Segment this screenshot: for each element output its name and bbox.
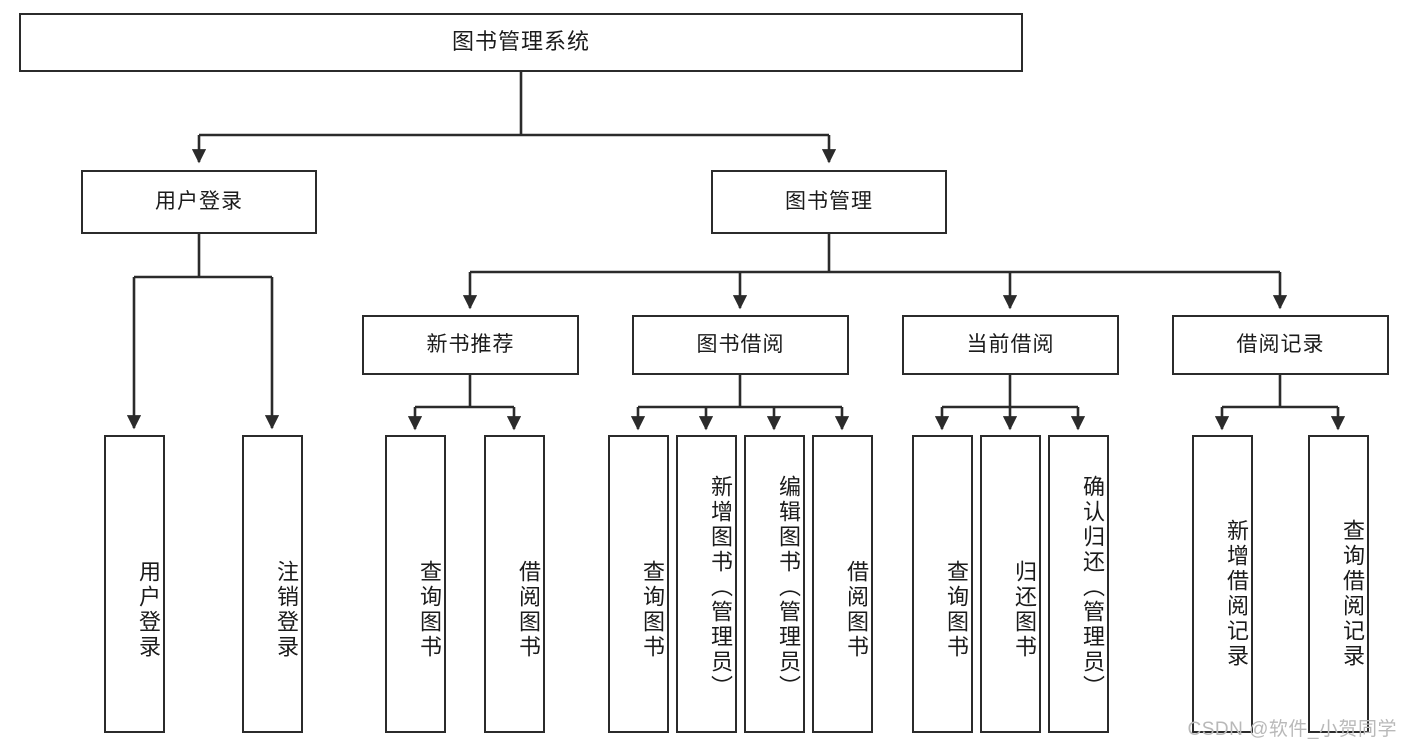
node-book-management[interactable]: 图书管理 xyxy=(711,170,947,234)
leaf-current-return-book[interactable]: 归还图书 xyxy=(980,435,1041,733)
node-label: 编辑图书（管理员） xyxy=(776,474,801,700)
node-borrow-record[interactable]: 借阅记录 xyxy=(1172,315,1389,375)
node-label: 用户登录 xyxy=(155,190,243,214)
node-label: 图书借阅 xyxy=(696,333,785,357)
node-book-borrow[interactable]: 图书借阅 xyxy=(632,315,849,375)
node-user-login[interactable]: 用户登录 xyxy=(81,170,317,234)
node-label: 图书管理系统 xyxy=(451,29,590,55)
node-label: 新增借阅记录 xyxy=(1224,519,1249,669)
leaf-borrow-borrow-book[interactable]: 借阅图书 xyxy=(812,435,873,733)
leaf-recommend-query-book[interactable]: 查询图书 xyxy=(385,435,446,733)
node-label: 查询借阅记录 xyxy=(1340,519,1365,669)
node-label: 借阅图书 xyxy=(844,560,869,660)
csdn-watermark: CSDN @软件_小贺同学 xyxy=(1187,719,1397,740)
node-label: 查询图书 xyxy=(944,560,969,660)
leaf-borrow-query-book[interactable]: 查询图书 xyxy=(608,435,669,733)
leaf-current-query-book[interactable]: 查询图书 xyxy=(912,435,973,733)
leaf-user-logout[interactable]: 注销登录 xyxy=(242,435,303,733)
node-label: 图书管理 xyxy=(785,190,873,214)
node-label: 注销登录 xyxy=(274,560,299,660)
node-label: 用户登录 xyxy=(136,560,161,660)
leaf-record-add-borrow-record[interactable]: 新增借阅记录 xyxy=(1192,435,1253,733)
node-label: 当前借阅 xyxy=(966,333,1055,357)
node-label: 查询图书 xyxy=(417,560,442,660)
leaf-borrow-edit-book-admin[interactable]: 编辑图书（管理员） xyxy=(744,435,805,733)
leaf-user-login[interactable]: 用户登录 xyxy=(104,435,165,733)
leaf-recommend-borrow-book[interactable]: 借阅图书 xyxy=(484,435,545,733)
leaf-current-confirm-return-admin[interactable]: 确认归还（管理员） xyxy=(1048,435,1109,733)
node-current-borrow[interactable]: 当前借阅 xyxy=(902,315,1119,375)
node-label: 新增图书（管理员） xyxy=(708,474,733,700)
node-label: 确认归还（管理员） xyxy=(1080,474,1105,700)
node-label: 查询图书 xyxy=(640,560,665,660)
node-root-book-management-system[interactable]: 图书管理系统 xyxy=(19,13,1023,72)
leaf-borrow-add-book-admin[interactable]: 新增图书（管理员） xyxy=(676,435,737,733)
leaf-record-query-borrow-record[interactable]: 查询借阅记录 xyxy=(1308,435,1369,733)
node-label: 借阅图书 xyxy=(516,560,541,660)
node-label: 新书推荐 xyxy=(426,333,515,357)
node-new-book-recommend[interactable]: 新书推荐 xyxy=(362,315,579,375)
node-label: 归还图书 xyxy=(1012,560,1037,660)
node-label: 借阅记录 xyxy=(1236,333,1325,357)
